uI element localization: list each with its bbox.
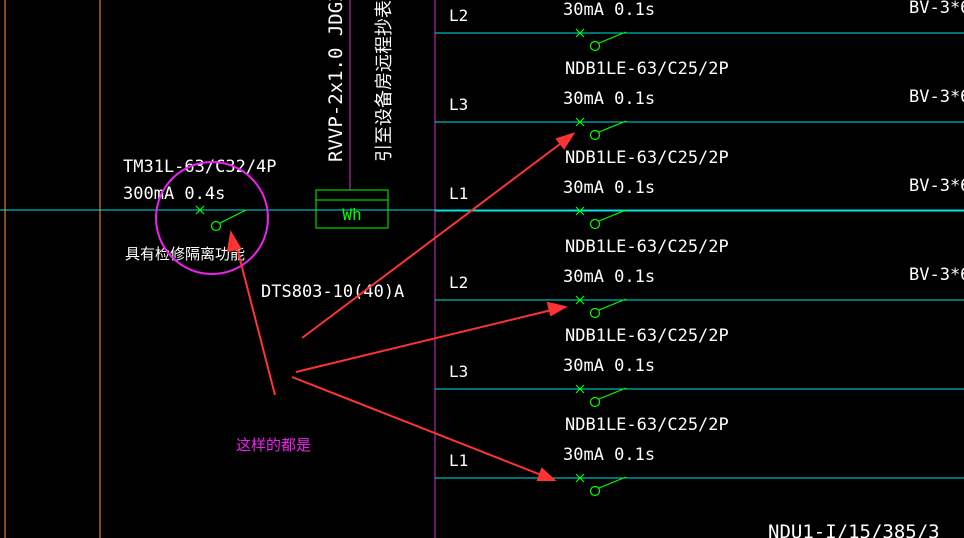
branch-row: L3 NDB1LE-63/C25/2P 30mA 0.1s	[435, 326, 964, 408]
branch-phase: L1	[449, 184, 468, 203]
annotation-text: 这样的都是	[236, 436, 311, 454]
branch-cable-spec: BV-3*6	[909, 265, 964, 285]
arrow-to-branch-l3	[301, 137, 569, 339]
branch-phase: L3	[449, 362, 468, 381]
bottom-label: NDU1-I/15/385/3	[768, 521, 940, 538]
meter-box	[315, 189, 389, 229]
main-breaker-model: TM31L-63/C32/4P	[123, 157, 277, 177]
branch-row: L3 NDB1LE-63/C25/2P 30mA 0.1s BV-3*6	[435, 59, 964, 141]
branch-phase: L1	[449, 451, 468, 470]
branch-breaker-model: NDB1LE-63/C25/2P	[565, 59, 729, 79]
branch-breaker-rating: 30mA 0.1s	[563, 356, 655, 376]
arrowhead-branch-l3	[555, 132, 576, 150]
branch-breaker-rating: 30mA 0.1s	[563, 267, 655, 287]
arrow-to-branch-l2	[295, 307, 561, 373]
arrowhead-main-breaker	[226, 230, 242, 253]
branch-breaker-rating: 30mA 0.1s	[563, 89, 655, 109]
branch-row: L2 30mA 0.1s BV-3*6	[435, 0, 964, 52]
arrowhead-branch-l1	[536, 467, 557, 481]
main-breaker-note: 具有检修隔离功能	[125, 245, 245, 263]
highlight-circle	[155, 161, 269, 275]
branch-breaker-model: NDB1LE-63/C25/2P	[565, 326, 729, 346]
destination-vertical: 引至设备房远程抄表中心	[374, 0, 395, 162]
cable-spec-vertical: RVVP-2x1.0 JDG2	[325, 0, 347, 162]
main-breaker-rating: 300mA 0.4s	[123, 184, 225, 204]
branch-breaker-symbol	[575, 28, 627, 52]
meter-label: Wh	[342, 205, 361, 224]
branch-breaker-symbol	[575, 384, 627, 408]
arrow-to-branch-l1	[291, 376, 550, 479]
branch-cable-spec: BV-3*6	[909, 176, 964, 196]
branch-breaker-model: NDB1LE-63/C25/2P	[565, 415, 729, 435]
branch-phase: L2	[449, 273, 468, 292]
arrowhead-branch-l2	[546, 301, 568, 317]
branch-phase: L2	[449, 6, 468, 25]
main-breaker-symbol	[195, 205, 247, 232]
branch-breaker-rating: 30mA 0.1s	[563, 178, 655, 198]
branch-breaker-rating: 30mA 0.1s	[563, 0, 655, 20]
branch-breaker-rating: 30mA 0.1s	[563, 445, 655, 465]
branch-cable-spec: BV-3*6	[909, 0, 964, 18]
branch-row: L1 NDB1LE-63/C25/2P 30mA 0.1s BV-3*6	[435, 148, 964, 230]
branch-row: L2 NDB1LE-63/C25/2P 30mA 0.1s BV-3*6	[435, 237, 964, 319]
branch-breaker-symbol	[575, 117, 627, 141]
branch-breaker-symbol	[575, 206, 627, 230]
meter-model: DTS803-10(40)A	[261, 282, 404, 302]
branch-breaker-symbol	[575, 473, 627, 497]
branch-phase: L3	[449, 95, 468, 114]
branch-cable-spec: BV-3*6	[909, 87, 964, 107]
branch-row: L1 NDB1LE-63/C25/2P 30mA 0.1s	[435, 415, 964, 497]
branch-breaker-symbol	[575, 295, 627, 319]
arrow-to-main-breaker	[234, 239, 276, 396]
branch-breaker-model: NDB1LE-63/C25/2P	[565, 148, 729, 168]
branch-breaker-model: NDB1LE-63/C25/2P	[565, 237, 729, 257]
annotation-arrows	[226, 132, 576, 481]
